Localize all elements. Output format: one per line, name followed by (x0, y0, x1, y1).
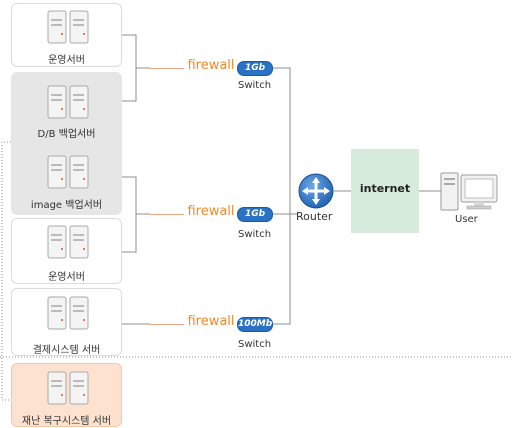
server-label: D/B 백업서버 (37, 129, 96, 140)
switch-label: Switch (238, 339, 272, 350)
switch-label: Switch (238, 80, 272, 91)
server-label: 운영서버 (48, 55, 85, 66)
firewall-label: firewall (184, 314, 238, 329)
router-icon (298, 173, 334, 209)
server-icon (47, 371, 89, 405)
server-box-payment: 결제시스템 서버 (11, 288, 122, 356)
internet-label: internet (359, 182, 411, 195)
server-icon (47, 85, 89, 119)
switch-label: Switch (238, 229, 272, 240)
firewall-3: firewall (150, 314, 272, 334)
internet-cloud: internet (351, 149, 419, 233)
router-label: Router (296, 210, 333, 223)
connector-group-2 (122, 176, 137, 253)
switch-badge: 1Gb (237, 61, 273, 76)
server-group-backup: D/B 백업서버 image 백업서버 (11, 72, 122, 215)
connector-group-1 (122, 34, 137, 102)
user-computer-icon (440, 172, 498, 211)
server-label: 재난 복구시스템 서버 (21, 416, 112, 427)
firewall-1: firewall (150, 58, 272, 78)
server-icon (47, 296, 89, 330)
connector-switch-bus (272, 67, 291, 325)
firewall-2: firewall (150, 204, 272, 224)
server-icon (47, 10, 89, 44)
firewall-label: firewall (184, 58, 238, 73)
server-box-operation-1: 운영서버 (11, 3, 122, 67)
server-box-disaster-recovery: 재난 복구시스템 서버 (11, 363, 122, 427)
server-box-operation-2: 운영서버 (11, 218, 122, 284)
server-icon (47, 155, 89, 189)
server-label: image 백업서버 (30, 200, 103, 211)
firewall-label: firewall (184, 204, 238, 219)
server-icon (47, 225, 89, 259)
switch-badge: 100Mb (237, 317, 273, 332)
user-label: User (455, 214, 478, 225)
dr-link-dotted (1, 141, 11, 401)
server-label: 운영서버 (48, 272, 85, 283)
switch-badge: 1Gb (237, 207, 273, 222)
server-label: 결제시스템 서버 (32, 345, 101, 356)
